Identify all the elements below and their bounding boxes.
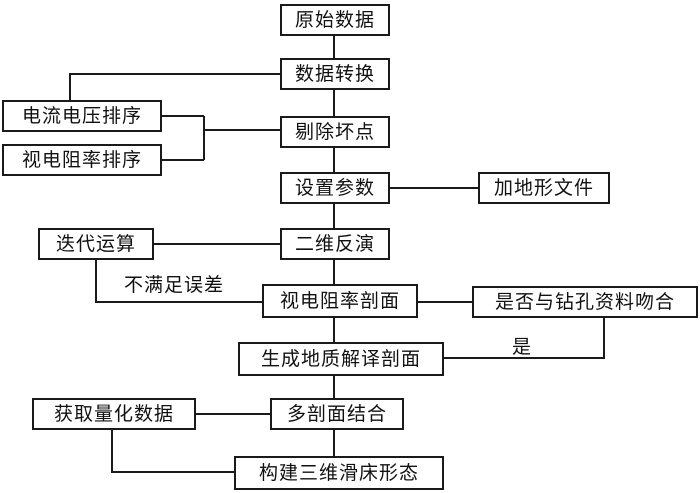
node-multi-section: 多剖面结合 — [270, 398, 404, 430]
node-raw-data: 原始数据 — [280, 4, 390, 36]
node-set-parameters: 设置参数 — [280, 172, 390, 204]
node-add-terrain-file: 加地形文件 — [478, 172, 610, 204]
label-yes: 是 — [512, 336, 533, 358]
node-borehole-match: 是否与钻孔资料吻合 — [472, 286, 698, 318]
label-error-not-met: 不满足误差 — [124, 274, 225, 296]
node-build-3d-form: 构建三维滑床形态 — [234, 456, 444, 490]
node-inversion-2d: 二维反演 — [280, 228, 390, 260]
node-quantitative-data: 获取量化数据 — [32, 398, 196, 430]
node-data-convert: 数据转换 — [280, 58, 390, 90]
node-remove-bad-points: 剔除坏点 — [280, 116, 390, 148]
node-iterative-compute: 迭代运算 — [38, 228, 154, 260]
node-sort-apparent-resistivity: 视电阻率排序 — [2, 144, 162, 176]
node-resistivity-section: 视电阻率剖面 — [262, 284, 418, 318]
node-geologic-section: 生成地质解译剖面 — [238, 342, 444, 376]
node-sort-current-voltage: 电流电压排序 — [2, 100, 162, 132]
